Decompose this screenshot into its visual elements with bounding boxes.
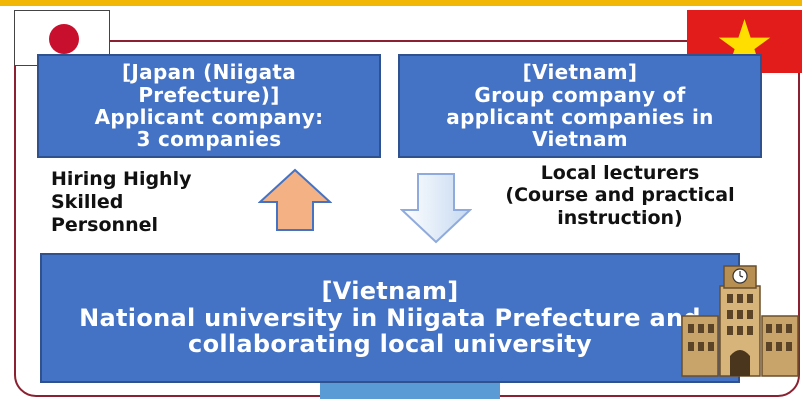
japan-box-line-2: Prefecture)] bbox=[138, 82, 280, 107]
vietnam-group-line-3: applicant companies in bbox=[446, 105, 714, 129]
university-line-2: National university in Niigata Prefectur… bbox=[79, 303, 701, 332]
japan-box-line-4: 3 companies bbox=[136, 127, 282, 152]
japan-box-line-3: Applicant company: bbox=[94, 105, 324, 129]
vietnam-group-line-2: Group company of bbox=[474, 82, 686, 107]
arrow-up-icon bbox=[257, 168, 333, 236]
hiring-label-line-3: Personnel bbox=[51, 213, 158, 236]
japan-box-line-1: [Japan (Niigata bbox=[121, 60, 297, 85]
japan-flag-disc bbox=[49, 24, 79, 54]
lecturers-label-line-1: Local lecturers bbox=[540, 162, 700, 184]
hiring-personnel-label: Hiring Highly Skilled Personnel bbox=[51, 168, 251, 236]
university-line-3: collaborating local university bbox=[188, 330, 592, 359]
hiring-label-line-1: Hiring Highly bbox=[51, 168, 192, 190]
lecturers-label-line-2: (Course and practical bbox=[505, 184, 735, 207]
bottom-tab-bar bbox=[320, 383, 500, 399]
top-accent-band bbox=[0, 0, 802, 6]
vietnam-flag-star bbox=[718, 19, 771, 68]
university-line-1: [Vietnam] bbox=[321, 276, 459, 305]
japan-applicant-company-box: [Japan (Niigata Prefecture)] Applicant c… bbox=[37, 54, 381, 158]
university-building-icon bbox=[680, 262, 800, 381]
university-box: [Vietnam] National university in Niigata… bbox=[40, 253, 740, 383]
vietnam-group-line-4: Vietnam bbox=[532, 127, 628, 152]
vietnam-group-company-box: [Vietnam] Group company of applicant com… bbox=[398, 54, 762, 158]
lecturers-label-line-3: instruction) bbox=[557, 206, 683, 229]
local-lecturers-label: Local lecturers (Course and practical in… bbox=[470, 162, 770, 229]
hiring-label-line-2: Skilled bbox=[51, 190, 124, 213]
arrow-down-icon bbox=[399, 172, 473, 248]
vietnam-group-line-1: [Vietnam] bbox=[522, 60, 638, 85]
